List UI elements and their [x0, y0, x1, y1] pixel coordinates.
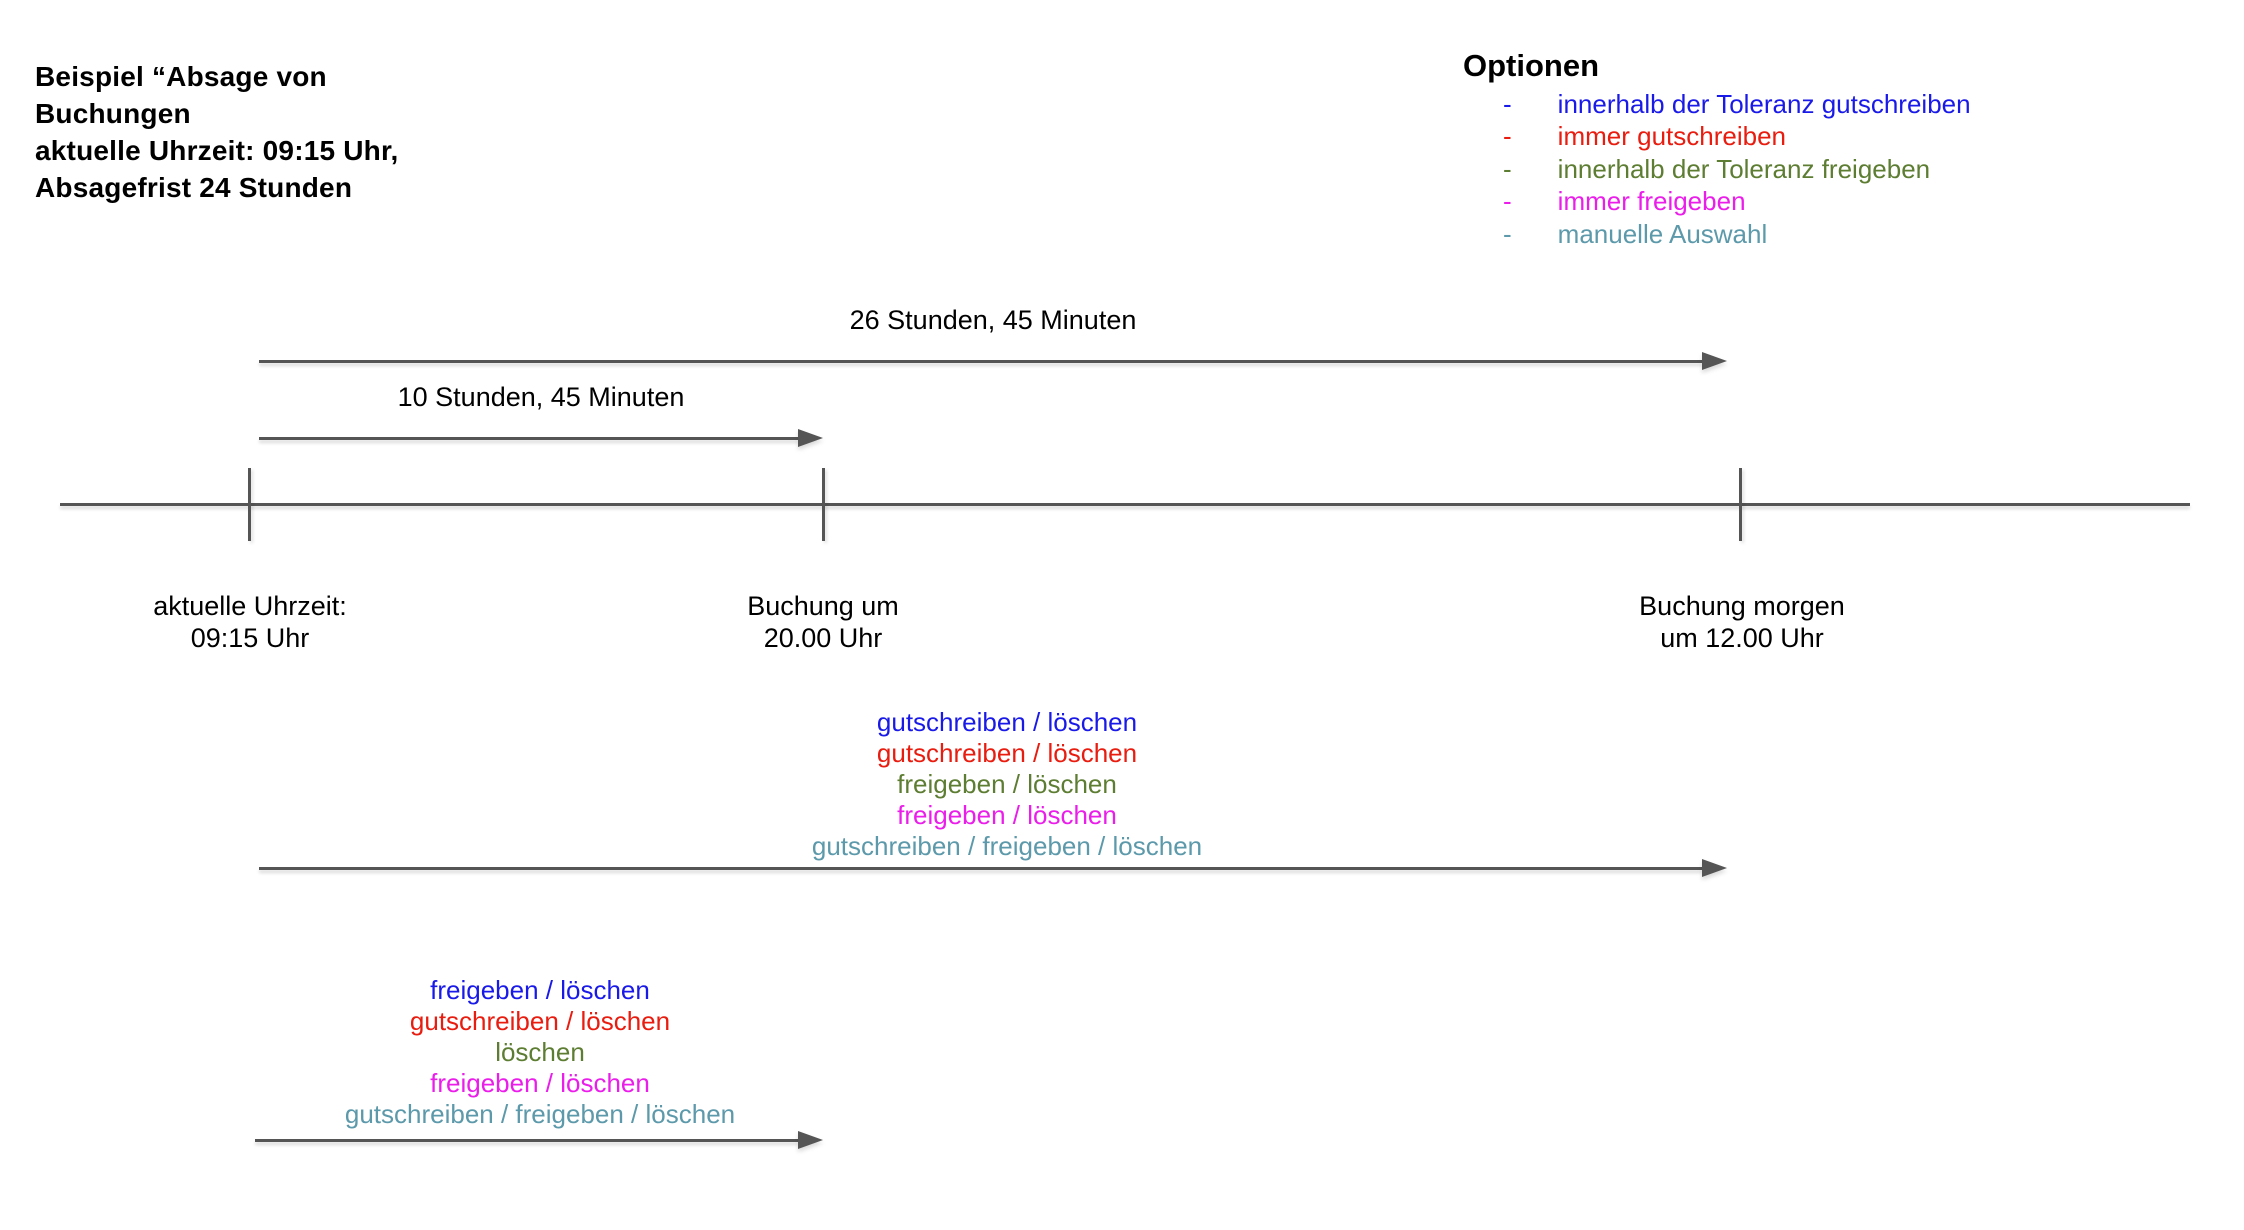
title-line-3: aktuelle Uhrzeit: 09:15 Uhr,	[35, 135, 399, 166]
option-dash: -	[1503, 153, 1512, 184]
option-item-0: - innerhalb der Toleranz gutschreiben	[1503, 88, 1971, 120]
option-item-3: - immer freigeben	[1503, 185, 1971, 217]
marker-label-booking-today: Buchung um 20.00 Uhr	[613, 590, 1033, 654]
options-list: - innerhalb der Toleranz gutschreiben - imm…	[1503, 88, 1971, 250]
arrow-shaft	[259, 436, 798, 440]
duration-arrow-26h45m: 26 Stunden, 45 Minuten	[259, 304, 1727, 370]
marker-label-line: aktuelle Uhrzeit:	[153, 591, 347, 621]
arrow-head-icon	[798, 429, 823, 447]
marker-label-now: aktuelle Uhrzeit: 09:15 Uhr	[40, 590, 460, 654]
marker-label-line: Buchung morgen	[1639, 591, 1845, 621]
option-dash: -	[1503, 121, 1512, 152]
tick-booking-tomorrow	[1739, 468, 1742, 541]
action-line-2: löschen	[495, 1037, 585, 1067]
option-item-2: - innerhalb der Toleranz freigeben	[1503, 153, 1971, 185]
option-label: manuelle Auswahl	[1557, 218, 1768, 249]
range-arrow-until-booking-today	[255, 1131, 823, 1149]
marker-label-line: Buchung um	[747, 591, 899, 621]
tick-booking-today	[822, 468, 825, 541]
timeline-axis	[60, 503, 2190, 506]
option-label: innerhalb der Toleranz gutschreiben	[1557, 89, 1971, 119]
action-line-3: freigeben / löschen	[430, 1068, 650, 1098]
title-line-1: Beispiel “Absage von	[35, 61, 327, 92]
action-line-1: gutschreiben / löschen	[876, 738, 1138, 768]
marker-label-booking-tomorrow: Buchung morgen um 12.00 Uhr	[1532, 590, 1952, 654]
arrow-shaft	[259, 359, 1702, 363]
duration-arrow-10h45m: 10 Stunden, 45 Minuten	[259, 381, 823, 447]
arrow-head-icon	[798, 1131, 823, 1149]
action-line-4: gutschreiben / freigeben / löschen	[344, 1099, 736, 1129]
option-dash: -	[1503, 186, 1512, 217]
option-item-4: - manuelle Auswahl	[1503, 218, 1971, 250]
arrow-head-icon	[1702, 352, 1727, 370]
duration-label-26h45m: 26 Stunden, 45 Minuten	[849, 305, 1137, 335]
action-line-0: gutschreiben / löschen	[876, 707, 1138, 737]
action-line-0: freigeben / löschen	[430, 975, 650, 1005]
example-title: Beispiel “Absage von Buchungen aktuelle …	[35, 58, 399, 206]
arrow-head-icon	[1702, 859, 1727, 877]
arrow-shaft	[259, 866, 1702, 870]
tick-now	[248, 468, 251, 541]
marker-label-line: 20.00 Uhr	[763, 623, 883, 653]
option-label: immer gutschreiben	[1557, 121, 1786, 152]
marker-label-line: um 12.00 Uhr	[1660, 623, 1824, 653]
option-label: immer freigeben	[1557, 186, 1746, 217]
range-arrow-until-booking-tomorrow	[259, 859, 1727, 877]
marker-label-line: 09:15 Uhr	[190, 623, 310, 653]
action-line-3: freigeben / löschen	[897, 800, 1117, 830]
action-line-1: gutschreiben / löschen	[409, 1006, 671, 1036]
option-label: innerhalb der Toleranz freigeben	[1557, 153, 1931, 184]
option-item-1: - immer gutschreiben	[1503, 120, 1971, 152]
duration-label-10h45m: 10 Stunden, 45 Minuten	[397, 382, 685, 412]
title-line-4: Absagefrist 24 Stunden	[35, 172, 353, 203]
arrow-shaft	[255, 1138, 798, 1142]
option-dash: -	[1503, 89, 1512, 119]
option-dash: -	[1503, 218, 1512, 249]
title-line-2: Buchungen	[35, 98, 191, 129]
action-line-2: freigeben / löschen	[897, 769, 1117, 799]
action-line-4: gutschreiben / freigeben / löschen	[811, 831, 1203, 861]
options-heading: Optionen	[1463, 48, 1600, 83]
